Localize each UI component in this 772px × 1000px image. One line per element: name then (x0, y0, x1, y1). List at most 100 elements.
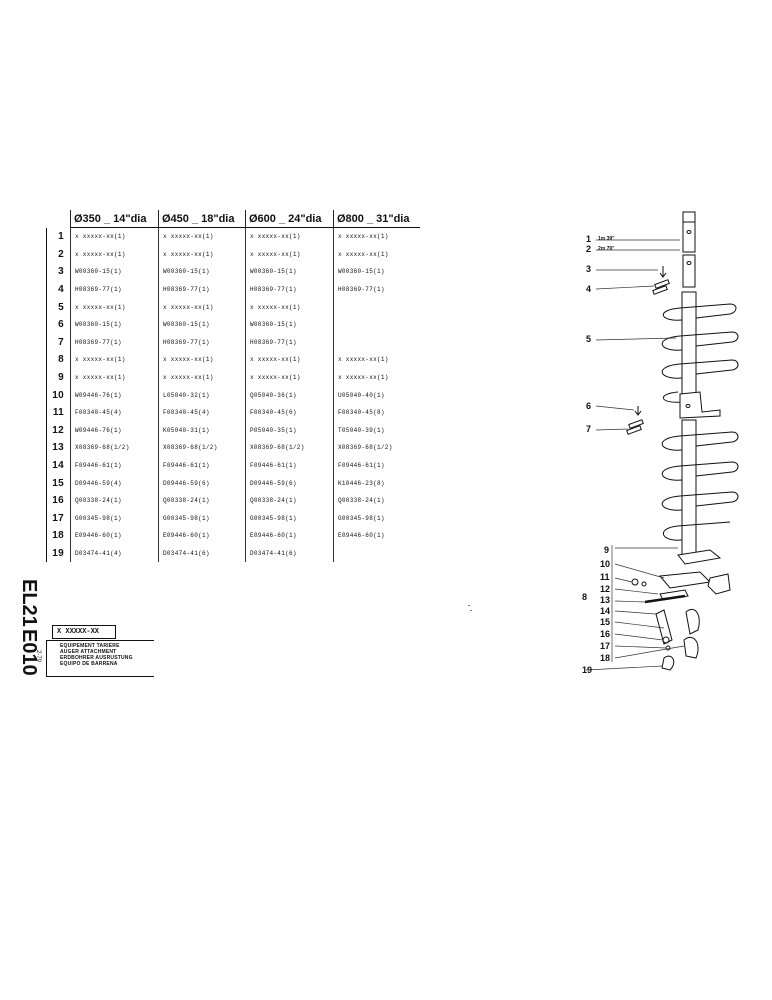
part-number-cell: x xxxxx-xx(1) (158, 245, 246, 264)
callout-13: 13 (600, 595, 611, 605)
extension-drawing (682, 254, 696, 288)
assembly-part-number: X XXXXX-XX (52, 625, 116, 639)
part-number-cell: X08369-68(1/2) (158, 439, 246, 457)
description-fr: EQUIPEMENT TARIERE (60, 643, 120, 649)
assembly-description: EQUIPEMENT TARIERE AUGER ATTACHMENT ERDB… (60, 643, 133, 667)
description-es: EQUIPO DE BARRENA (60, 661, 118, 667)
callout-3: 3 (586, 264, 592, 274)
part-number-cell: W00360-15(1) (245, 263, 334, 281)
item-number: 16 (46, 491, 71, 510)
part-number-cell: F09446-61(1) (70, 456, 159, 475)
part-number-cell: W00360-15(1) (70, 315, 159, 334)
part-number-cell: W00360-15(1) (158, 263, 246, 281)
callout-5: 5 (586, 334, 592, 344)
part-number-cell: G00345-98(1) (70, 509, 159, 528)
callout-10: 10 (600, 559, 611, 569)
part-number-cell: Q00338-24(1) (158, 491, 246, 510)
part-number-cell: x xxxxx-xx(1) (158, 351, 246, 369)
part-number-cell (333, 298, 420, 316)
part-number-cell: X08369-68(1/2) (245, 439, 334, 457)
part-number-cell: G00345-98(1) (245, 509, 334, 528)
part-number-cell: W00360-15(1) (158, 315, 246, 334)
part-number-cell: x xxxxx-xx(1) (245, 298, 334, 316)
part-number-cell: W00360-15(1) (333, 263, 420, 281)
title-rule-top (46, 640, 154, 641)
part-number-cell: x xxxxx-xx(1) (245, 245, 334, 264)
pilot-bar-drawing (644, 594, 686, 604)
part-number-cell: x xxxxx-xx(1) (70, 298, 159, 316)
part-number-cell: G00345-98(1) (333, 509, 420, 528)
part-number-cell: x xxxxx-xx(1) (158, 227, 246, 246)
part-number-cell: W09446-76(1) (70, 421, 159, 440)
callout-6: 6 (586, 401, 592, 411)
part-number-cell: H08369-77(1) (245, 333, 334, 352)
callout-12: 12 (600, 584, 611, 594)
issue-date: 2-79 (35, 650, 41, 663)
part-number-cell: D03474-41(4) (70, 544, 159, 563)
callout-14: 14 (600, 606, 611, 616)
part-number-cell: F09446-61(1) (333, 456, 420, 475)
item-number: 6 (46, 315, 71, 334)
part-number-cell: Q00338-24(1) (70, 491, 159, 510)
part-number-cell: K05040-31(1) (158, 421, 246, 440)
header-diameter-600: Ø600 _ 24"dia (245, 210, 334, 228)
part-number-cell: F09446-61(1) (245, 456, 334, 475)
part-number-cell: E09446-60(1) (158, 527, 246, 545)
description-de: ERDBOHRER AUSRUSTUNG (60, 655, 133, 661)
auger-drawing (585, 211, 739, 671)
part-number-cell: H08369-77(1) (245, 280, 334, 299)
callout-9: 9 (604, 545, 610, 555)
tooth-holder-drawing (631, 571, 731, 601)
item-number: 9 (46, 368, 71, 387)
item-number: 17 (46, 509, 71, 528)
part-number-cell: H08369-77(1) (70, 333, 159, 352)
part-number-cell: E09446-60(1) (70, 527, 159, 545)
part-number-cell: L05040-32(1) (158, 386, 246, 404)
callout-4: 4 (586, 284, 592, 294)
callout-16: 16 (600, 629, 611, 639)
header-diameter-800: Ø800 _ 31"dia (333, 210, 420, 228)
part-number-cell: F00340-45(8) (333, 403, 420, 422)
coupling-drawing (679, 391, 721, 419)
part-number-cell: F00340-45(6) (245, 403, 334, 422)
title-rule-left (46, 640, 47, 676)
lower-flight-drawing (661, 419, 739, 565)
header-diameter-450: Ø450 _ 18"dia (158, 210, 246, 228)
part-number-cell: D09446-59(4) (70, 474, 159, 492)
part-number-cell: D09446-59(6) (158, 474, 246, 492)
item-number: 13 (46, 439, 71, 457)
item-number: 8 (46, 351, 71, 369)
item-number: 2 (46, 245, 71, 264)
item-number: 11 (46, 403, 71, 422)
part-number-cell: K10446-23(8) (333, 474, 420, 492)
title-block: X XXXXX-XX EQUIPEMENT TARIERE AUGER ATTA… (46, 625, 156, 677)
callout-15: 15 (600, 617, 611, 627)
upper-flight-drawing (661, 291, 739, 403)
scan-speck (470, 610, 472, 611)
part-number-cell: x xxxxx-xx(1) (333, 351, 420, 369)
part-number-cell (333, 315, 420, 334)
callout-8: 8 (582, 592, 588, 602)
title-rule-bottom (46, 676, 154, 677)
part-number-cell: P05040-35(1) (245, 421, 334, 440)
part-number-cell: X08369-68(1/2) (333, 439, 420, 457)
part-number-cell: E09446-60(1) (333, 527, 420, 545)
part-number-cell: G00345-98(1) (158, 509, 246, 528)
header-blank (47, 210, 71, 228)
lower-pin-and-clip-drawing (626, 406, 644, 435)
